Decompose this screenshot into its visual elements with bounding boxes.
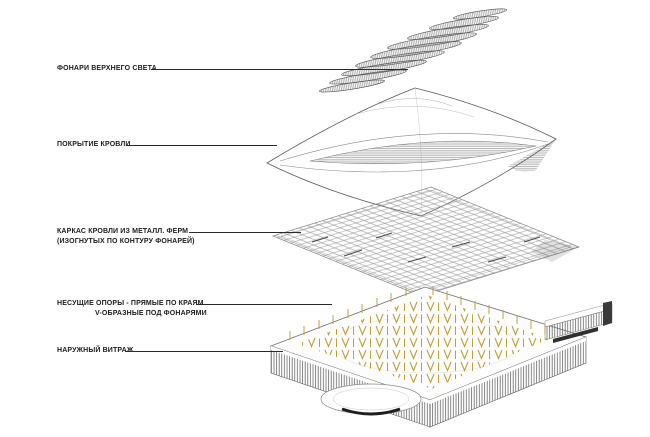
label-roof-cover: ПОКРЫТИЕ КРОВЛИ xyxy=(57,141,131,148)
roof-skylight-opening xyxy=(309,140,537,165)
leader-roof-frame xyxy=(189,232,301,233)
leader-skylights xyxy=(151,69,408,70)
label-glazing: НАРУЖНЫЙ ВИТРАЖ xyxy=(57,347,134,354)
label-roof-frame-line1: КАРКАС КРОВЛИ ИЗ МЕТАЛЛ. ФЕРМ xyxy=(57,228,189,235)
wing-end-cap xyxy=(603,301,612,326)
edge-straight-supports xyxy=(289,286,546,340)
label-supports-line2: V-ОБРАЗНЫЕ ПОД ФОНАРЯМИ xyxy=(95,310,207,317)
entrance-canopy xyxy=(320,383,422,415)
label-skylights: ФОНАРИ ВЕРХНЕГО СВЕТА xyxy=(57,65,157,72)
entrance-steps xyxy=(341,407,401,416)
leader-glazing xyxy=(125,351,283,352)
label-roof-frame: КАРКАС КРОВЛИ ИЗ МЕТАЛЛ. ФЕРМ (ИЗОГНУТЫХ… xyxy=(57,227,195,247)
roof-covering-layer xyxy=(266,87,557,217)
leader-roof-cover xyxy=(127,145,277,146)
label-supports: НЕСУЩИЕ ОПОРЫ - ПРЯМЫЕ ПО КРАЯМ V-ОБРАЗН… xyxy=(57,299,207,319)
v-supports-field xyxy=(297,295,549,389)
supports-layer xyxy=(289,286,549,389)
skylight-lenses-layer xyxy=(319,8,507,93)
leader-supports xyxy=(196,304,332,305)
label-roof-frame-line2: (ИЗОГНУТЫХ ПО КОНТУРУ ФОНАРЕЙ) xyxy=(57,238,195,245)
label-supports-line1: НЕСУЩИЕ ОПОРЫ - ПРЯМЫЕ ПО КРАЯМ xyxy=(57,300,204,307)
truss-grid-layer xyxy=(271,186,581,297)
